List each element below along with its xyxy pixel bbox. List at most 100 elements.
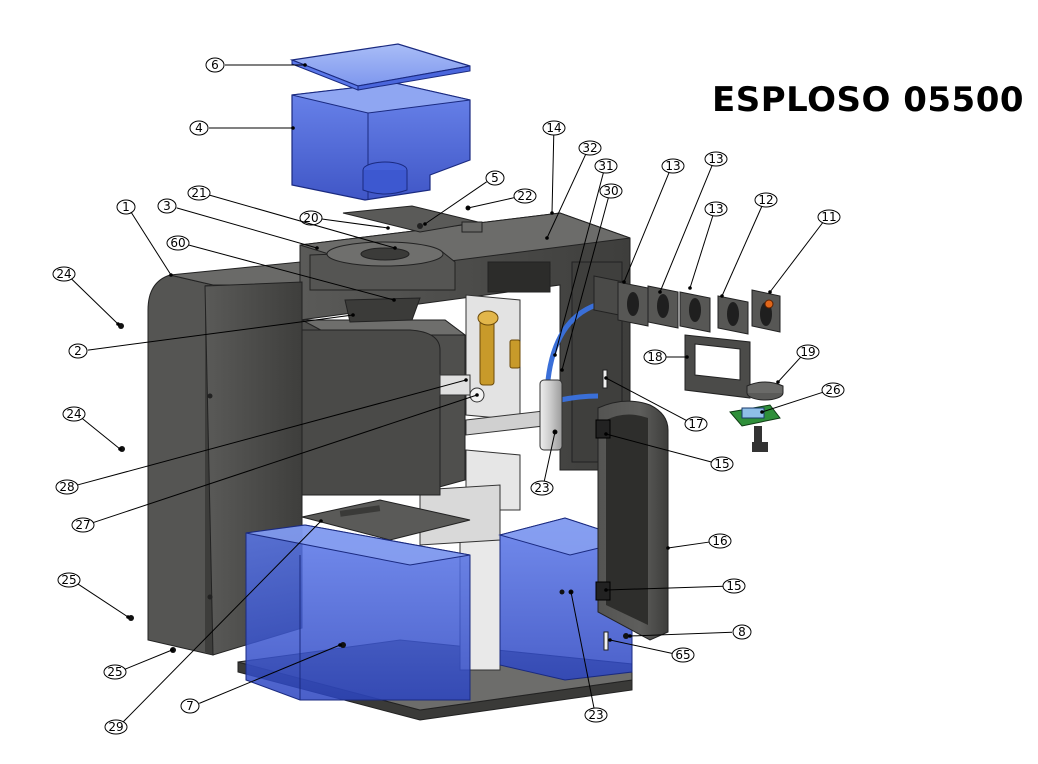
callout-23: 23	[569, 590, 608, 723]
callout-anchor-dot	[604, 376, 608, 380]
callout-11: 11	[768, 209, 841, 294]
callout-bubble	[817, 209, 841, 225]
callout-label: 11	[821, 210, 836, 224]
callout-18: 18	[643, 349, 689, 365]
brewing-group	[469, 310, 521, 403]
callout-bubble	[71, 517, 95, 533]
callout-leader	[176, 207, 318, 249]
callout-anchor-dot	[553, 353, 557, 357]
callout-anchor-dot	[545, 236, 549, 240]
callout-leader	[667, 541, 711, 549]
callout-2: 2	[68, 313, 355, 359]
callout-1: 1	[116, 199, 173, 277]
callout-bubble	[796, 344, 820, 360]
callout-bubble	[57, 572, 81, 588]
callout-leader	[187, 244, 395, 301]
callout-leader	[208, 194, 396, 249]
callout-23: 23	[530, 430, 557, 496]
callout-label: 5	[491, 171, 499, 185]
left-side-panel	[147, 261, 303, 656]
callout-bubble	[116, 199, 136, 215]
callout-bubble	[157, 198, 177, 214]
callout-label: 20	[303, 211, 318, 225]
callout-leader	[551, 134, 555, 214]
drip-tray-lid	[301, 499, 471, 541]
callout-label: 24	[56, 267, 71, 281]
front-door	[595, 400, 669, 641]
callout-bubble	[684, 416, 708, 432]
callout-bubble	[584, 707, 608, 723]
callout-anchor-dot	[423, 222, 427, 226]
callout-label: 1	[122, 200, 130, 214]
callout-25: 25	[57, 572, 130, 619]
callout-anchor-dot	[118, 447, 122, 451]
callout-anchor-dot	[688, 286, 692, 290]
callout-bubble	[661, 158, 685, 174]
callout-label: 27	[75, 518, 90, 532]
dosing-plate	[342, 205, 483, 233]
callout-leader	[546, 154, 587, 239]
callout-label: 32	[582, 141, 597, 155]
callout-bubble	[722, 578, 746, 594]
callout-label: 31	[598, 159, 613, 173]
callout-label: 13	[665, 159, 680, 173]
callout-leader	[199, 644, 341, 704]
callout-bubble	[599, 183, 623, 199]
callout-bubble	[708, 533, 732, 549]
callout-leader	[70, 278, 119, 325]
callout-anchor-dot	[386, 226, 390, 230]
callout-bubble	[754, 192, 778, 208]
callout-anchor-dot	[604, 432, 608, 436]
callout-label: 22	[517, 189, 532, 203]
callout-anchor-dot	[553, 430, 557, 434]
callout-bubble	[103, 664, 127, 680]
callout-leader	[87, 314, 354, 351]
callout-label: 19	[800, 345, 815, 359]
callout-3: 3	[157, 198, 319, 250]
callout-leader	[721, 206, 763, 297]
callout-label: 6	[211, 58, 219, 72]
callout-12: 12	[720, 192, 778, 298]
callout-7: 7	[180, 643, 342, 714]
callout-bubble	[189, 120, 209, 136]
callout-anchor-dot	[658, 290, 662, 294]
callout-anchor-dot	[338, 643, 342, 647]
callout-leader	[609, 639, 674, 655]
callout-anchor-dot	[550, 211, 554, 215]
callout-label: 28	[59, 480, 74, 494]
callout-bubble	[104, 719, 128, 735]
callout-bubble	[710, 456, 734, 472]
callout-24: 24	[52, 266, 120, 326]
callout-anchor-dot	[569, 590, 573, 594]
callout-bubble	[68, 343, 88, 359]
callout-bubble	[542, 120, 566, 136]
callout-leader	[605, 433, 713, 463]
diagram-title: ESPLOSO 05500	[712, 80, 1025, 120]
grounds-bin-left	[245, 524, 471, 701]
callout-bubble	[485, 170, 505, 186]
callout-leader	[131, 212, 172, 276]
callout-30: 30	[560, 183, 623, 372]
callout-13: 13	[658, 151, 728, 294]
callout-29: 29	[104, 519, 323, 735]
callout-label: 15	[726, 579, 741, 593]
callout-anchor-dot	[291, 126, 295, 130]
callout-label: 3	[163, 199, 171, 213]
control-panel-frame	[684, 334, 751, 399]
callout-anchor-dot	[685, 355, 689, 359]
callout-leader	[554, 172, 604, 356]
callout-15: 15	[604, 578, 746, 594]
callout-leader	[605, 377, 688, 422]
callout-15: 15	[604, 432, 734, 472]
callout-label: 16	[712, 534, 727, 548]
callout-bubble	[671, 647, 695, 663]
callout-bubble	[821, 382, 845, 398]
callout-bubble	[166, 235, 190, 251]
front-body	[301, 329, 471, 496]
callout-leader	[124, 649, 173, 670]
callout-leader	[543, 431, 556, 482]
callout-anchor-dot	[720, 294, 724, 298]
callout-leader	[77, 583, 129, 618]
callout-anchor-dot	[303, 63, 307, 67]
